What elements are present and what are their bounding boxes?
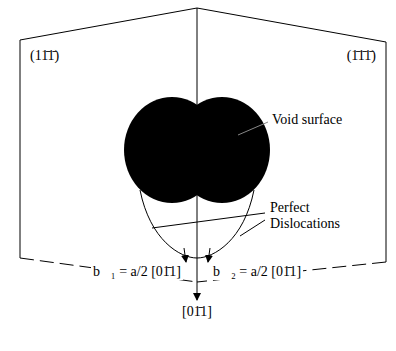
void-lobe [174, 97, 270, 203]
left-plane-edge [20, 258, 197, 282]
callout-label: Void surface [270, 112, 344, 128]
burgers-arrow [184, 248, 186, 262]
right-plane-edge [197, 262, 386, 282]
leader-line [240, 220, 265, 236]
burgers-arrow [208, 248, 210, 262]
burgers-vector: b⃗₁ = a/2 [01̄1] [91, 264, 183, 280]
plane-label: (1̄1̄1̄) [345, 48, 378, 64]
burgers-vector: b⃗₂ = a/2 [01̄1] [211, 264, 303, 280]
plane-label: (11̄1̄) [28, 48, 61, 64]
direction-label: [01̄1] [180, 304, 214, 320]
dislocation-line [140, 190, 254, 258]
callout-label: Perfect Dislocations [268, 200, 352, 232]
leader-line [152, 213, 265, 228]
leader-line [238, 122, 268, 135]
